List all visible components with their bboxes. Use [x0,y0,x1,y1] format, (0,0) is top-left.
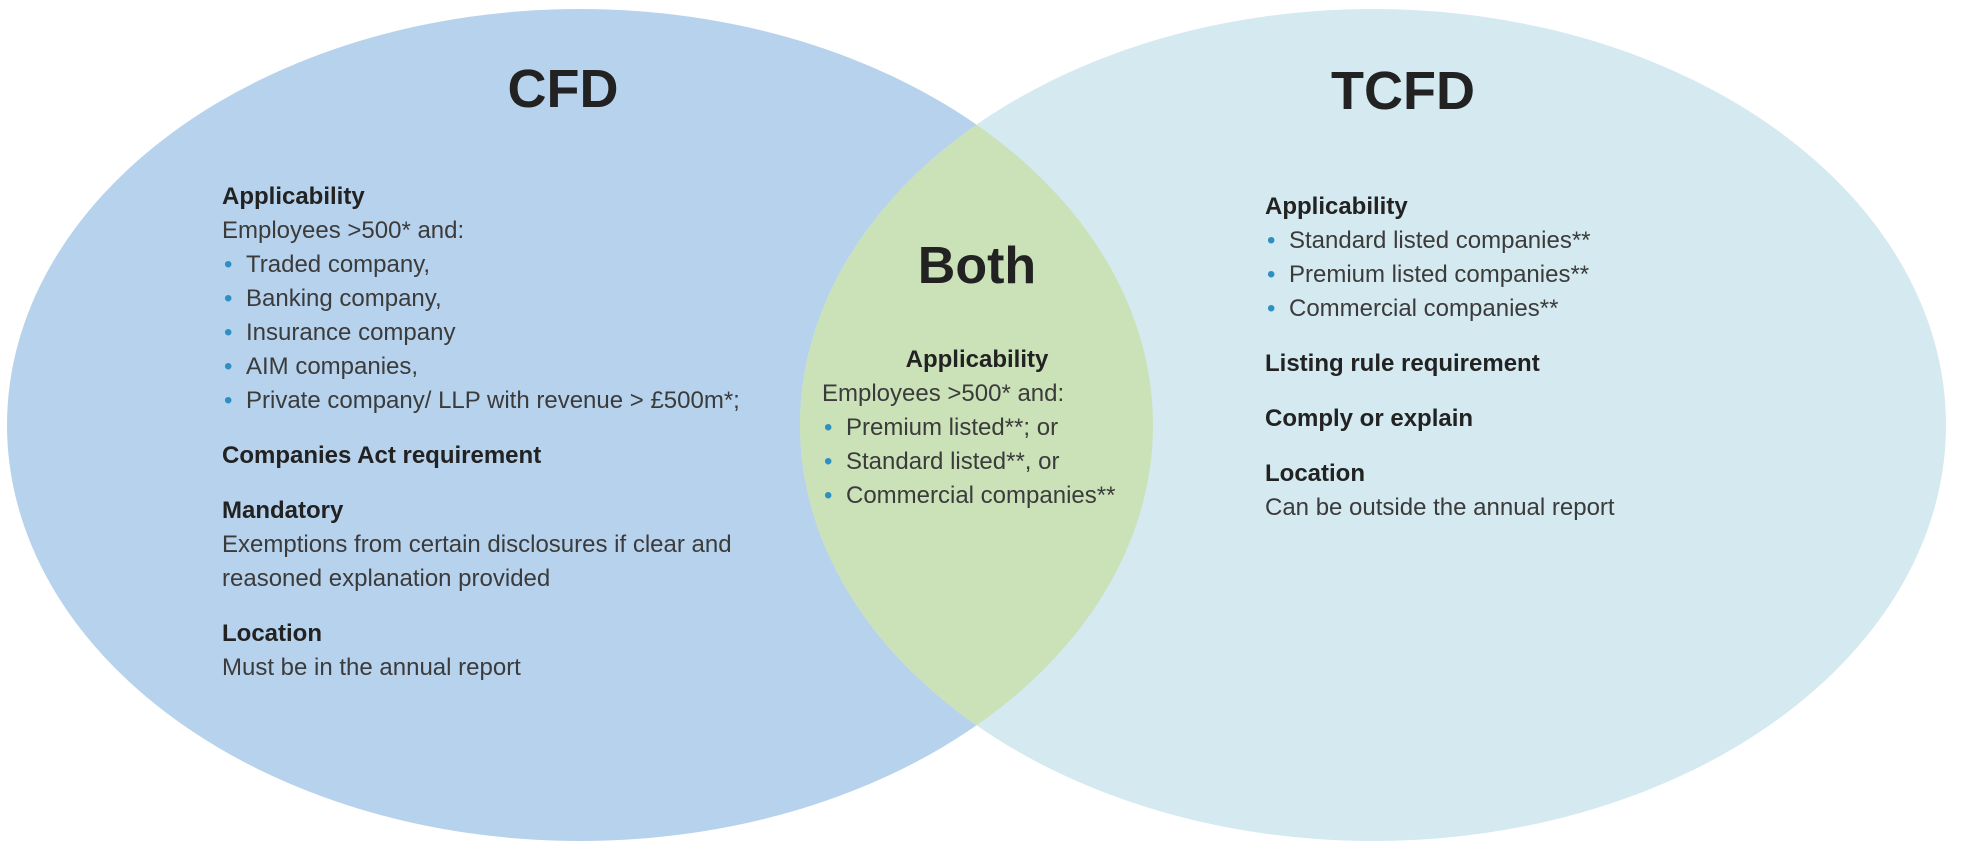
list-item: Traded company, [222,248,797,282]
tcfd-applicability-heading: Applicability [1265,193,1408,220]
list-item-label: Commercial companies** [1289,295,1559,322]
bullet-icon [224,316,232,350]
cfd-location-heading: Location [222,620,322,647]
tcfd-location-heading: Location [1265,460,1365,487]
both-title: Both [917,237,1037,295]
list-item-label: Standard listed**, or [846,448,1060,475]
cfd-applicability-list: Traded company, Banking company, Insuran… [222,248,797,418]
cfd-mandatory-text: Exemptions from certain disclosures if c… [222,531,732,592]
bullet-icon [224,282,232,316]
list-item: Commercial companies** [1265,292,1685,326]
cfd-applicability-intro: Employees >500* and: [222,217,465,244]
list-item-label: AIM companies, [246,353,419,380]
list-item: Standard listed**, or [822,445,1142,479]
list-item-label: Premium listed companies** [1289,261,1590,288]
both-applicability-list: Premium listed**; or Standard listed**, … [812,411,1142,513]
both-panel: Applicability Employees >500* and: Premi… [812,343,1142,513]
list-item: Premium listed**; or [822,411,1142,445]
bullet-icon [824,479,832,513]
tcfd-title: TCFD [1331,61,1475,121]
list-item: Banking company, [222,282,797,316]
list-item-label: Private company/ LLP with revenue > £500… [246,387,740,414]
tcfd-location-text: Can be outside the annual report [1265,494,1615,521]
list-item-label: Insurance company [246,319,456,346]
list-item: Premium listed companies** [1265,258,1685,292]
cfd-companies-act-heading: Companies Act requirement [222,442,542,469]
list-item: AIM companies, [222,350,797,384]
bullet-icon [1267,224,1275,258]
cfd-mandatory-heading: Mandatory [222,497,344,524]
list-item-label: Standard listed companies** [1289,227,1591,254]
both-applicability-heading: Applicability [905,346,1049,373]
list-item-label: Premium listed**; or [846,414,1059,441]
cfd-ellipse [7,9,1153,841]
list-item-label: Traded company, [246,251,431,278]
cfd-panel: Applicability Employees >500* and: Trade… [222,180,797,685]
cfd-location-text: Must be in the annual report [222,654,521,681]
tcfd-ellipse [800,9,1946,841]
tcfd-comply-heading: Comply or explain [1265,405,1474,432]
tcfd-panel: Applicability Standard listed companies*… [1265,190,1685,525]
list-item: Standard listed companies** [1265,224,1685,258]
cfd-applicability-heading: Applicability [222,183,365,210]
list-item: Insurance company [222,316,797,350]
bullet-icon [1267,258,1275,292]
bullet-icon [1267,292,1275,326]
bullet-icon [224,248,232,282]
list-item-label: Banking company, [246,285,442,312]
list-item: Private company/ LLP with revenue > £500… [222,384,797,418]
tcfd-listing-rule-heading: Listing rule requirement [1265,350,1540,377]
bullet-icon [224,350,232,384]
both-applicability-intro: Employees >500* and: [822,380,1065,407]
list-item-label: Commercial companies** [846,482,1116,509]
tcfd-applicability-list: Standard listed companies** Premium list… [1265,224,1685,326]
list-item: Commercial companies** [822,479,1142,513]
bullet-icon [824,445,832,479]
bullet-icon [224,384,232,418]
bullet-icon [824,411,832,445]
cfd-title: CFD [507,59,619,119]
